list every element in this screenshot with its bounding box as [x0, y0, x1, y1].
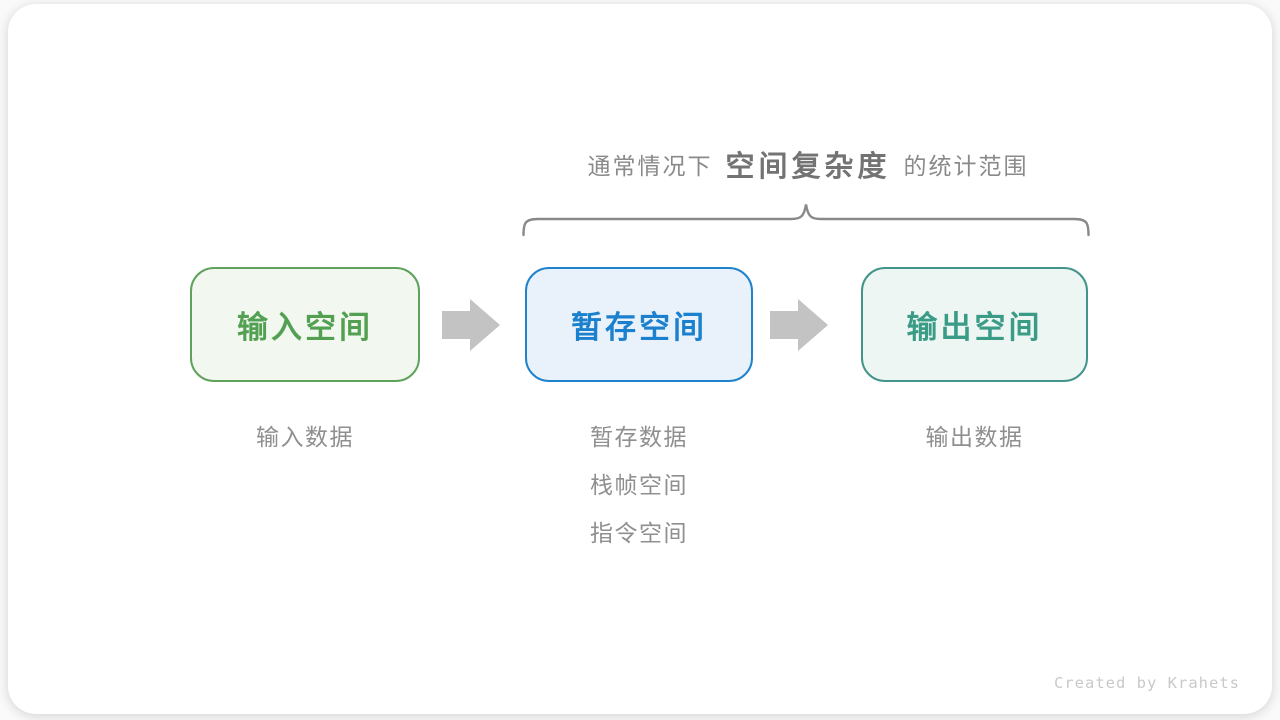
- output-space-label: 输出空间: [906, 310, 1043, 345]
- output-space-box: 输出空间: [861, 267, 1088, 382]
- note-line: 栈帧空间: [590, 472, 688, 498]
- arrow-right-icon: [770, 299, 828, 351]
- temp-space-notes: 暂存数据 栈帧空间 指令空间: [525, 413, 753, 557]
- arrow-right-icon: [442, 299, 500, 351]
- note-line: 暂存数据: [590, 424, 688, 450]
- input-space-box: 输入空间: [190, 267, 420, 382]
- note-line: 输出数据: [925, 424, 1024, 450]
- curly-brace-icon: [522, 201, 1090, 239]
- temp-space-label: 暂存空间: [571, 310, 707, 345]
- input-space-notes: 输入数据: [190, 413, 420, 461]
- scope-title-suffix: 的统计范围: [903, 153, 1029, 179]
- scope-title-prefix: 通常情况下: [587, 153, 713, 179]
- note-line: 指令空间: [590, 520, 688, 546]
- temp-space-box: 暂存空间: [525, 267, 753, 382]
- note-line: 输入数据: [256, 424, 354, 450]
- credit-text: Created by Krahets: [1054, 674, 1240, 692]
- input-space-label: 输入空间: [237, 310, 373, 345]
- scope-title-highlight: 空间复杂度: [725, 151, 891, 183]
- output-space-notes: 输出数据: [861, 413, 1088, 461]
- scope-title: 通常情况下 空间复杂度 的统计范围: [500, 144, 1116, 184]
